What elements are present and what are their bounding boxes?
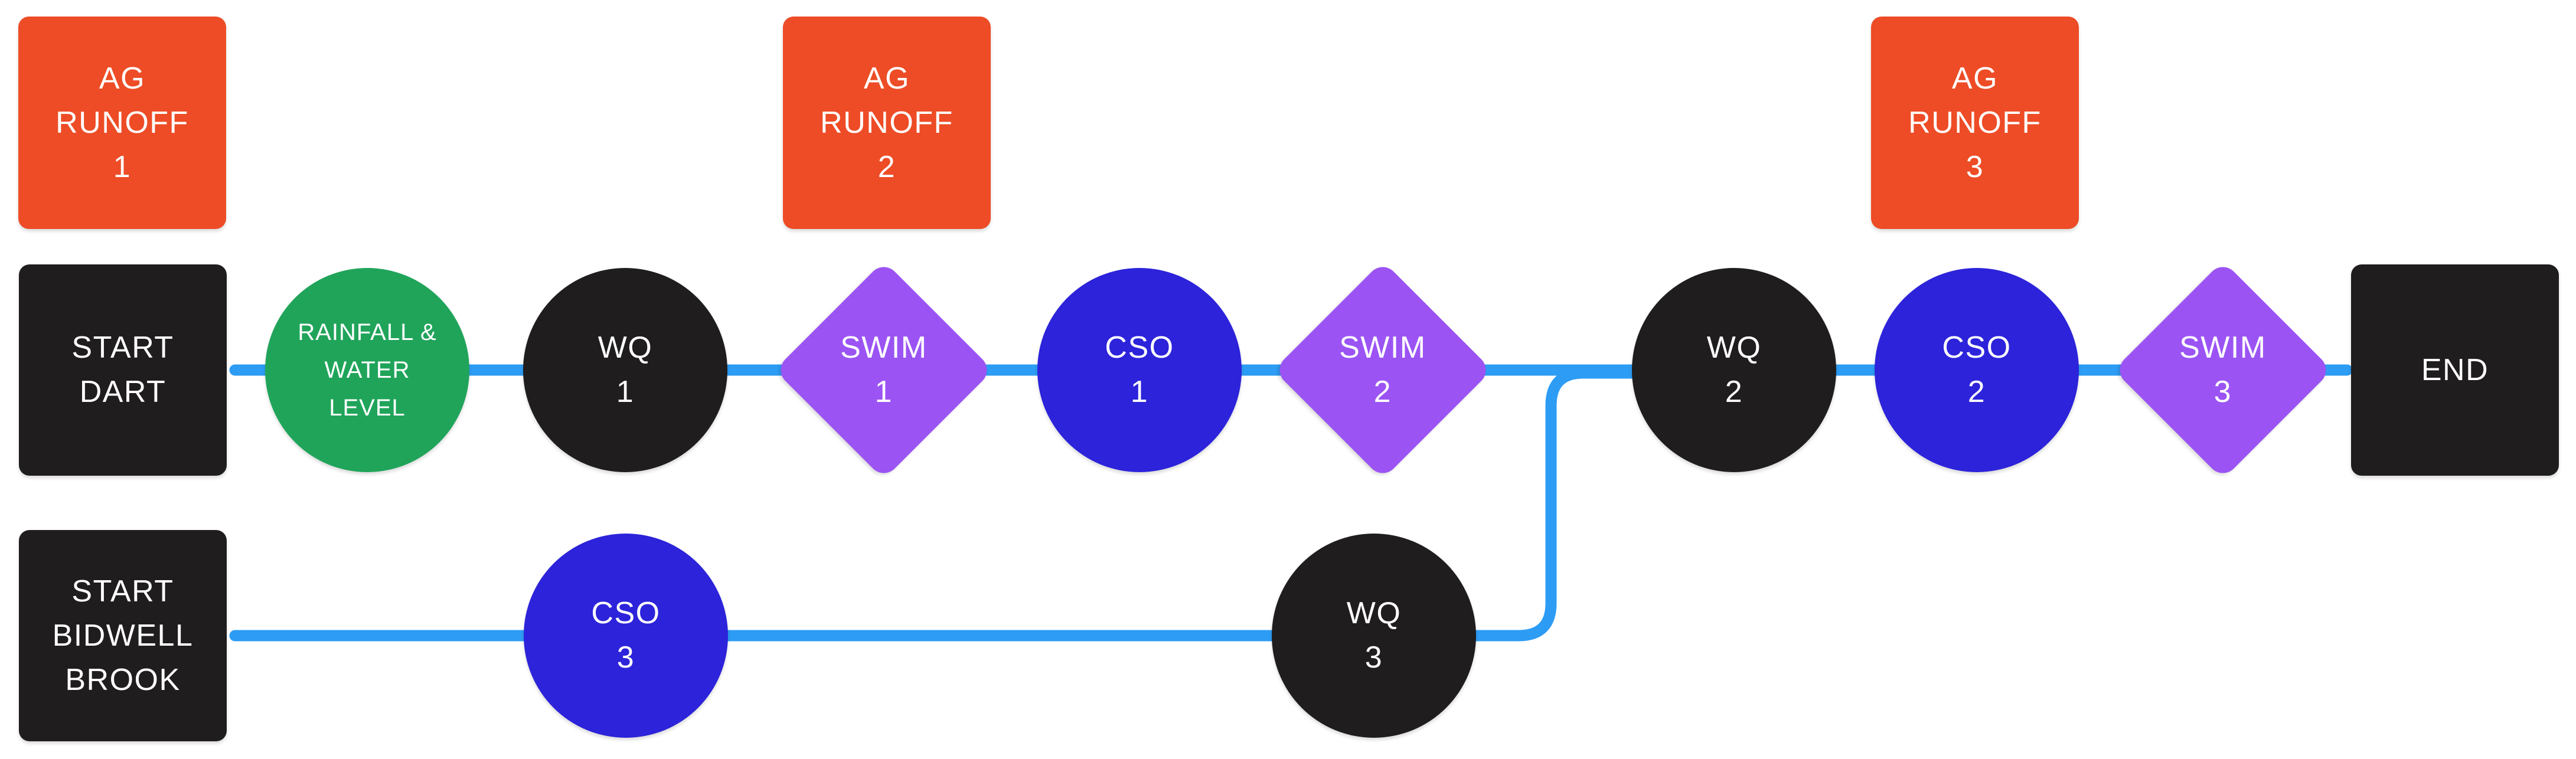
node-label: CSO 3 bbox=[591, 596, 661, 675]
node-ag-runoff-2[interactable]: AG RUNOFF 2 bbox=[783, 17, 991, 229]
node-label: AG RUNOFF 1 bbox=[55, 61, 189, 184]
node-label: START BIDWELL BROOK bbox=[52, 574, 194, 697]
node-cso-3[interactable]: CSO 3 bbox=[524, 534, 728, 738]
node-label: SWIM 1 bbox=[840, 331, 928, 409]
node-label: RAINFALL & WATER LEVEL bbox=[298, 319, 437, 421]
node-cso-2[interactable]: CSO 2 bbox=[1875, 268, 2079, 472]
node-start-dart[interactable]: START DART bbox=[19, 264, 227, 476]
node-label: SWIM 2 bbox=[1339, 331, 1426, 409]
node-wq-3[interactable]: WQ 3 bbox=[1272, 534, 1476, 738]
node-label: SWIM 3 bbox=[2179, 331, 2267, 409]
node-label: AG RUNOFF 3 bbox=[1908, 61, 2042, 184]
node-wq-1[interactable]: WQ 1 bbox=[523, 268, 727, 472]
node-end[interactable]: END bbox=[2351, 264, 2559, 476]
node-label: AG RUNOFF 2 bbox=[820, 61, 954, 184]
node-start-bidwell-brook[interactable]: START BIDWELL BROOK bbox=[19, 530, 227, 741]
node-rainfall-water-level[interactable]: RAINFALL & WATER LEVEL bbox=[265, 268, 469, 472]
node-label: WQ 2 bbox=[1706, 331, 1762, 409]
flow-line-merge-elbow bbox=[1464, 367, 1644, 642]
node-label: START DART bbox=[71, 331, 174, 409]
node-label: CSO 1 bbox=[1105, 331, 1174, 409]
node-label: WQ 3 bbox=[1346, 596, 1402, 675]
node-label: END bbox=[2421, 352, 2489, 387]
node-ag-runoff-1[interactable]: AG RUNOFF 1 bbox=[18, 17, 226, 229]
node-wq-2[interactable]: WQ 2 bbox=[1632, 268, 1836, 472]
node-cso-1[interactable]: CSO 1 bbox=[1037, 268, 1242, 472]
node-ag-runoff-3[interactable]: AG RUNOFF 3 bbox=[1871, 17, 2079, 229]
node-label: WQ 1 bbox=[598, 331, 653, 409]
node-label: CSO 2 bbox=[1942, 331, 2012, 409]
